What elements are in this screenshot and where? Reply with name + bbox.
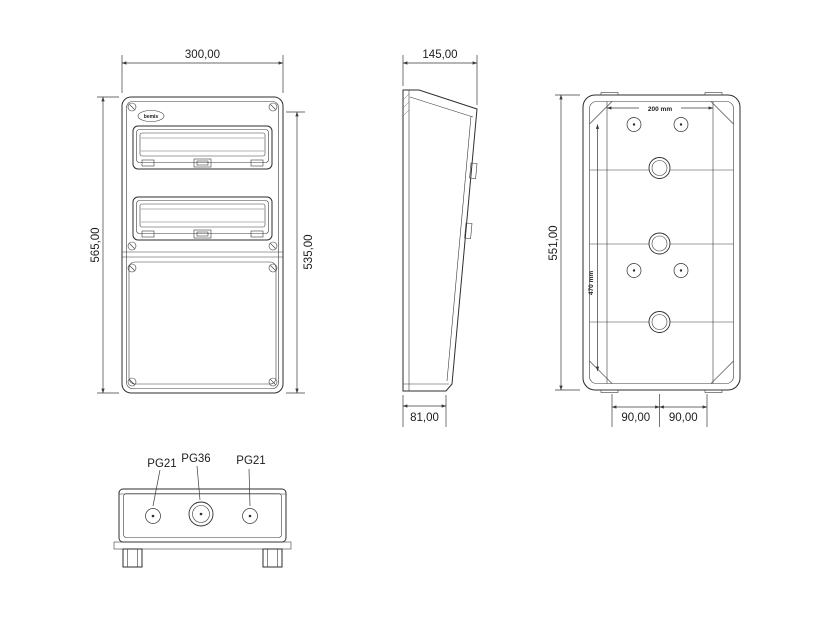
front-view: bemis xyxy=(90,49,315,394)
dim-front-height-left: 565,00 xyxy=(90,227,102,262)
dim-rear-height-group: 551,00 xyxy=(548,94,580,391)
label-gland-center: PG36 xyxy=(181,453,210,465)
corner-screws xyxy=(127,102,278,387)
dim-front-height-right: 535,00 xyxy=(303,234,315,269)
brand-logo-text: bemis xyxy=(144,114,159,120)
dim-rear-bottom-group: 90,00 90,00 xyxy=(611,394,708,427)
cable-gland-holes xyxy=(145,501,258,527)
rear-view: 200 mm 470 mm 551,00 90,00 90,00 xyxy=(548,92,741,427)
knockout-holes xyxy=(648,157,671,333)
mounting-holes xyxy=(626,117,689,278)
module-window-bottom xyxy=(132,196,273,241)
dim-front-width: 300,00 xyxy=(185,49,220,61)
label-gland-right: PG21 xyxy=(236,455,265,467)
dim-rear-hole-spacing-vertical-group: 470 mm xyxy=(588,124,600,372)
dim-side-depth: 145,00 xyxy=(422,49,457,61)
brand-logo: bemis xyxy=(137,110,165,122)
dim-side-base-depth-group: 81,00 xyxy=(402,395,447,427)
dim-side-depth-group: 145,00 xyxy=(402,49,478,105)
dim-rear-hole-spacing-horizontal: 200 mm xyxy=(648,106,672,113)
dim-rear-bottom-right: 90,00 xyxy=(669,412,698,424)
dim-front-height-right-group: 535,00 xyxy=(286,111,315,394)
dim-rear-hole-spacing-vertical: 470 mm xyxy=(588,271,595,295)
dim-front-width-group: 300,00 xyxy=(121,49,284,93)
dim-rear-hole-spacing-horizontal-group: 200 mm xyxy=(606,106,714,113)
dim-rear-bottom-left: 90,00 xyxy=(621,412,650,424)
mounting-feet xyxy=(122,548,283,568)
dim-front-height-left-group: 565,00 xyxy=(90,96,119,394)
label-gland-left: PG21 xyxy=(147,458,176,470)
dim-rear-height: 551,00 xyxy=(548,225,560,260)
dim-side-base-depth: 81,00 xyxy=(410,412,439,424)
side-view: 145,00 81,00 xyxy=(402,49,478,427)
hinge-tabs xyxy=(464,162,478,239)
bottom-view: PG21 PG36 PG21 xyxy=(113,453,292,568)
module-window-top xyxy=(132,125,273,170)
